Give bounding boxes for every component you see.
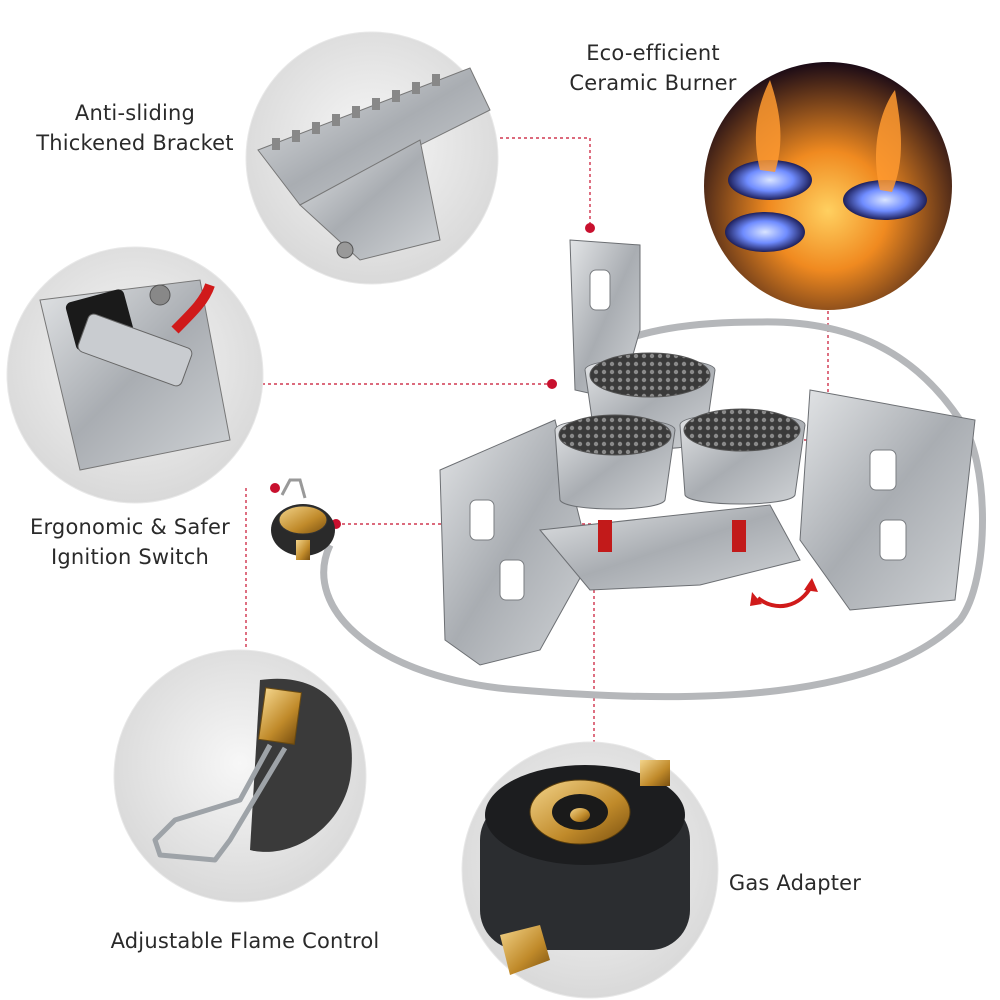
burner-label-line1: Eco-efficient xyxy=(586,41,720,65)
ignition-detail-circle xyxy=(6,246,264,504)
bracket-label-line1: Anti-sliding xyxy=(74,101,196,125)
callout-lines xyxy=(245,137,829,745)
burner-label: Eco-efficient Ceramic Burner xyxy=(558,38,748,98)
ignition-label: Ergonomic & Safer Ignition Switch xyxy=(20,512,240,572)
ignition-label-line2: Ignition Switch xyxy=(51,545,209,569)
flame-control-detail-circle xyxy=(113,649,367,903)
bracket-label: Anti-sliding Thickened Bracket xyxy=(30,98,240,158)
gas-hose xyxy=(320,318,986,701)
adapter-label-line1: Gas Adapter xyxy=(728,871,862,895)
gas-regulator xyxy=(271,478,335,560)
adapter-label: Gas Adapter xyxy=(720,868,870,898)
bracket-label-line2: Thickened Bracket xyxy=(36,131,234,155)
gas-adapter-detail-circle xyxy=(461,741,719,999)
ignition-label-line1: Ergonomic & Safer xyxy=(30,515,230,539)
burner-cups xyxy=(554,352,806,510)
burner-detail-circle xyxy=(704,62,952,310)
bracket-detail-circle xyxy=(245,31,499,285)
rotate-arrow-icon xyxy=(756,583,814,608)
stove-body xyxy=(439,239,976,666)
flame-label: Adjustable Flame Control xyxy=(100,926,390,956)
flame-label-line1: Adjustable Flame Control xyxy=(110,929,380,953)
burner-label-line2: Ceramic Burner xyxy=(569,71,737,95)
